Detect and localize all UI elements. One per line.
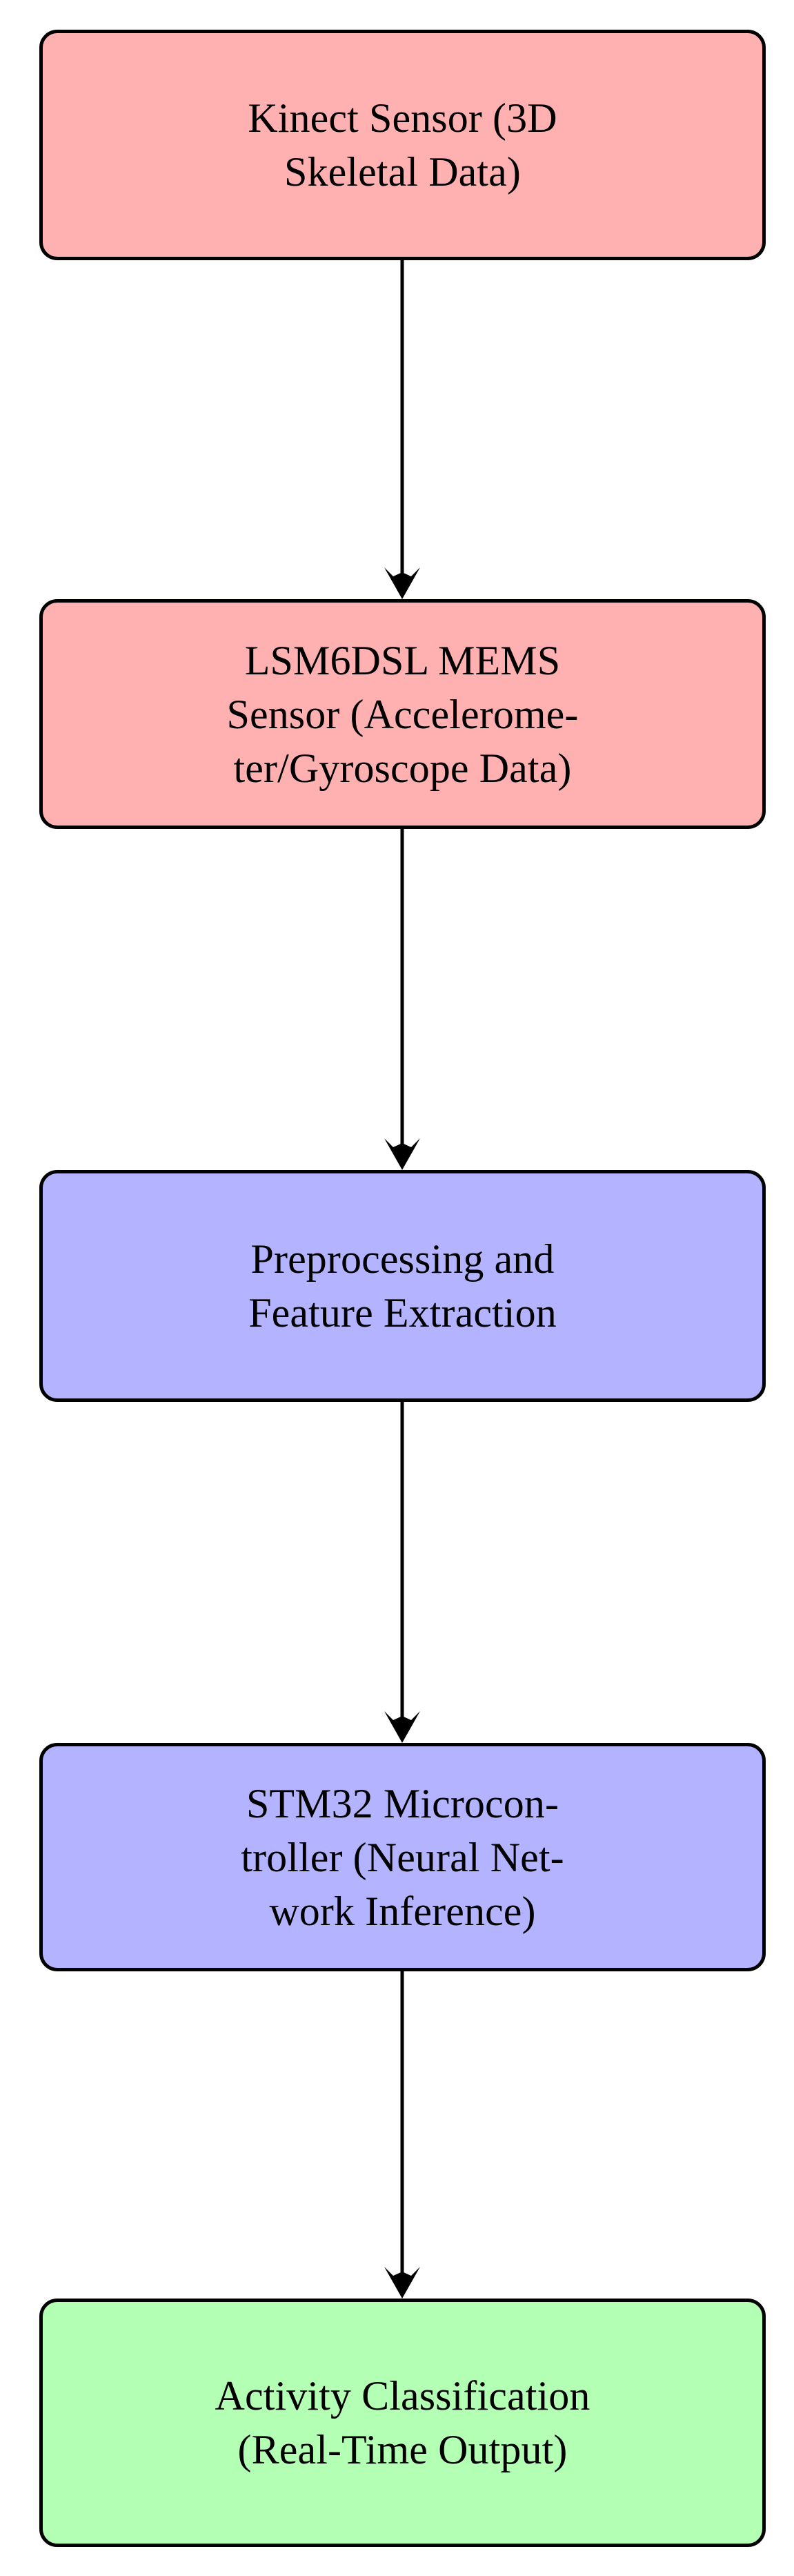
edge-stm32-to-activity-arrowhead — [384, 2267, 420, 2299]
node-kinect-sensor[interactable]: Kinect Sensor (3D Skeletal Data) — [39, 30, 766, 260]
node-label-kinect-sensor: Kinect Sensor (3D Skeletal Data) — [248, 95, 557, 195]
edge-preprocessing-to-stm32-arrowhead — [384, 1711, 420, 1743]
edge-lsm6dsl-to-preprocessing-arrowhead — [384, 1138, 420, 1170]
edge-kinect-to-lsm6dsl — [384, 260, 420, 599]
edge-kinect-to-lsm6dsl-arrowhead — [384, 567, 420, 599]
edge-stm32-to-activity — [384, 1971, 420, 2299]
node-lsm6dsl-sensor[interactable]: LSM6DSL MEMS Sensor (Accelerome- ter/Gyr… — [39, 599, 766, 829]
node-label-preprocessing: Preprocessing and Feature Extraction — [248, 1236, 557, 1336]
node-label-activity-classification: Activity Classification (Real-Time Outpu… — [215, 2373, 590, 2472]
node-label-stm32-mcu: STM32 Microcon- troller (Neural Net- wor… — [241, 1780, 564, 1934]
node-label-lsm6dsl-sensor: LSM6DSL MEMS Sensor (Accelerome- ter/Gyr… — [226, 637, 579, 791]
node-activity-classification[interactable]: Activity Classification (Real-Time Outpu… — [39, 2299, 766, 2547]
node-stm32-mcu[interactable]: STM32 Microcon- troller (Neural Net- wor… — [39, 1743, 766, 1971]
node-preprocessing[interactable]: Preprocessing and Feature Extraction — [39, 1170, 766, 1402]
edge-lsm6dsl-to-preprocessing — [384, 829, 420, 1170]
edge-preprocessing-to-stm32 — [384, 1402, 420, 1743]
